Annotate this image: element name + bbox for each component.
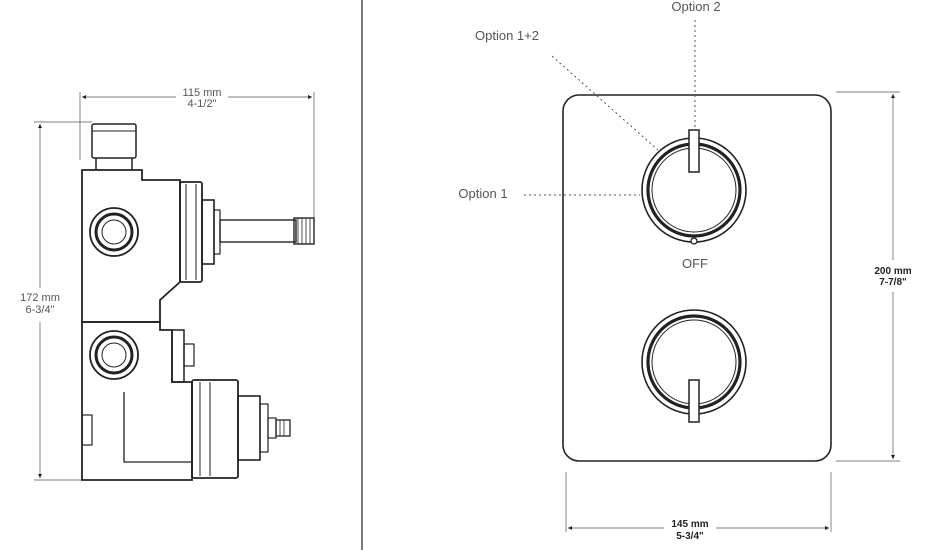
off-label: OFF: [682, 256, 708, 271]
upper-handle: [641, 129, 747, 245]
side-view: 115 mm 4-1/2" 172 mm 6-3/4": [20, 87, 315, 481]
callout-option-1-2: Option 1+2: [475, 28, 539, 43]
front-width-mm: 145 mm: [671, 519, 708, 530]
trim-plate: [562, 94, 832, 462]
lower-handle: [641, 309, 747, 423]
callout-option-1: Option 1: [458, 186, 507, 201]
side-width-inch: 4-1/2": [188, 98, 217, 110]
front-view: Option 2 Option 1+2 Option 1 OFF 200 mm …: [458, 0, 911, 542]
front-width-inch: 5-3/4": [676, 531, 704, 542]
front-height-mm: 200 mm: [874, 266, 911, 277]
side-height-mm: 172 mm: [20, 292, 60, 304]
front-height-inch: 7-7/8": [879, 277, 907, 288]
side-width-mm: 115 mm: [183, 87, 222, 99]
callout-option-2: Option 2: [671, 0, 720, 14]
side-height-inch: 6-3/4": [26, 304, 55, 316]
